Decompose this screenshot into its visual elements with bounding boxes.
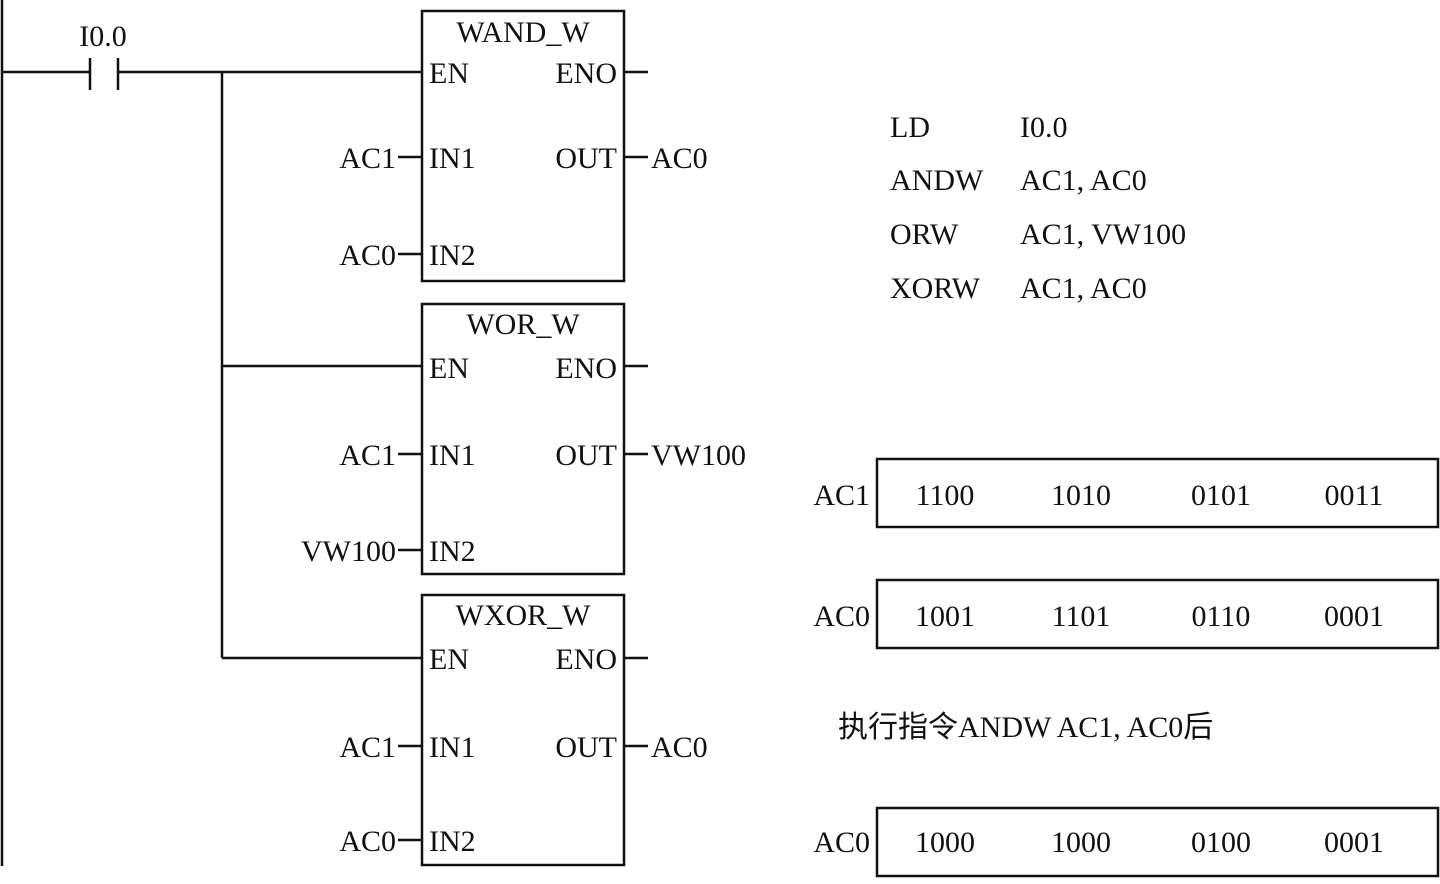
register-nibble: 0001 <box>1324 826 1384 859</box>
register-nibble: 1100 <box>916 479 975 512</box>
contact-label: I0.0 <box>79 20 127 53</box>
in2-operand: AC0 <box>339 239 396 272</box>
register-nibble: 0001 <box>1324 600 1384 633</box>
register-nibble: 1010 <box>1051 479 1111 512</box>
stl-args: AC1, AC0 <box>1020 164 1147 197</box>
in2-operand: AC0 <box>339 825 396 858</box>
wand-block: WAND_W EN ENO IN1 OUT IN2 AC1 AC0 AC0 <box>339 16 707 272</box>
register-name: AC1 <box>813 479 870 512</box>
register-ac0-after: AC0 1000 1000 0100 0001 <box>813 826 1384 859</box>
stl-op: ANDW <box>890 164 984 197</box>
register-nibble: 1000 <box>915 826 975 859</box>
register-box <box>875 578 1440 650</box>
in2-pin: IN2 <box>429 825 476 858</box>
en-pin: EN <box>429 57 469 90</box>
stl-listing: LD I0.0 ANDW AC1, AC0 ORW AC1, VW100 XOR… <box>890 111 1186 305</box>
register-box <box>875 457 1440 529</box>
stl-op: ORW <box>890 218 959 251</box>
register-nibble: 1000 <box>1051 826 1111 859</box>
in1-operand: AC1 <box>339 142 396 175</box>
register-nibble: 1001 <box>915 600 975 633</box>
wor-block: WOR_W EN ENO IN1 OUT IN2 AC1 VW100 VW100 <box>301 308 746 568</box>
register-ac1: AC1 1100 1010 0101 0011 <box>813 479 1383 512</box>
out-pin: OUT <box>555 439 617 472</box>
wxor-block: WXOR_W EN ENO IN1 OUT IN2 AC1 AC0 AC0 <box>339 599 707 858</box>
register-nibble: 0011 <box>1325 479 1384 512</box>
out-pin: OUT <box>555 142 617 175</box>
function-block-box <box>420 9 626 283</box>
out-pin: OUT <box>555 731 617 764</box>
in2-pin: IN2 <box>429 535 476 568</box>
block-title: WOR_W <box>466 308 580 341</box>
in1-operand: AC1 <box>339 439 396 472</box>
stl-op: XORW <box>890 272 981 305</box>
in2-operand: VW100 <box>301 535 396 568</box>
in1-pin: IN1 <box>429 439 476 472</box>
function-block-box <box>420 593 626 867</box>
stl-op: LD <box>890 111 930 144</box>
block-title: WAND_W <box>456 16 590 49</box>
en-pin: EN <box>429 352 469 385</box>
caption: 执行指令ANDW AC1, AC0后 <box>838 711 1214 744</box>
out-operand: VW100 <box>651 439 746 472</box>
register-nibble: 1101 <box>1052 600 1111 633</box>
register-box <box>875 806 1440 878</box>
block-title: WXOR_W <box>456 599 592 632</box>
out-operand: AC0 <box>651 142 708 175</box>
register-nibble: 0100 <box>1191 826 1251 859</box>
in1-pin: IN1 <box>429 142 476 175</box>
in1-operand: AC1 <box>339 731 396 764</box>
eno-pin: ENO <box>555 352 617 385</box>
register-ac0-before: AC0 1001 1101 0110 0001 <box>813 600 1384 633</box>
register-name: AC0 <box>813 826 870 859</box>
register-nibble: 0101 <box>1191 479 1251 512</box>
stl-args: AC1, VW100 <box>1020 218 1186 251</box>
eno-pin: ENO <box>555 57 617 90</box>
out-operand: AC0 <box>651 731 708 764</box>
function-block-box <box>420 302 626 576</box>
stl-args: AC1, AC0 <box>1020 272 1147 305</box>
in1-pin: IN1 <box>429 731 476 764</box>
in2-pin: IN2 <box>429 239 476 272</box>
register-name: AC0 <box>813 600 870 633</box>
stl-args: I0.0 <box>1020 111 1068 144</box>
register-nibble: 0110 <box>1192 600 1251 633</box>
en-pin: EN <box>429 643 469 676</box>
eno-pin: ENO <box>555 643 617 676</box>
